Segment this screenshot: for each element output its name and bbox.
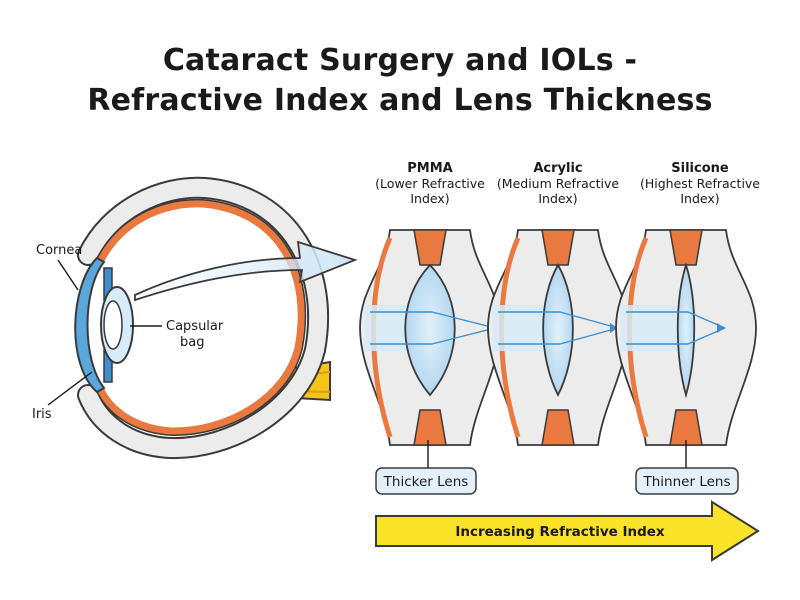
pmma-panel — [359, 229, 501, 446]
label-iris: Iris — [32, 407, 52, 422]
iol-lens — [103, 300, 123, 350]
acrylic-panel — [487, 229, 629, 446]
refractive-index-arrow-label: Increasing Refractive Index — [455, 524, 665, 540]
lens-panels — [359, 229, 757, 446]
eye-cross-section — [74, 176, 331, 460]
silicone-tissue-bottom — [669, 409, 703, 446]
pmma-lens — [404, 263, 456, 397]
pmma-name: PMMA — [407, 161, 452, 176]
lens-headers: PMMA (Lower Refractive Index) Acrylic (M… — [375, 161, 760, 206]
title-line-2: Refractive Index and Lens Thickness — [87, 83, 713, 118]
acrylic-ray-out-2 — [559, 327, 619, 345]
silicone-tissue-top — [669, 229, 703, 266]
silicone-focus-arrow — [717, 323, 725, 333]
pmma-ray-out-1 — [431, 311, 496, 329]
acrylic-ray-out-1 — [559, 311, 619, 329]
flow-arrow — [134, 240, 358, 302]
pmma-desc-2: Index) — [410, 191, 449, 206]
acrylic-tissue-top — [541, 229, 575, 266]
acrylic-tissue-bottom — [541, 409, 575, 446]
title-line-1: Cataract Surgery and IOLs - — [162, 43, 638, 78]
thicker-lens-box — [375, 467, 477, 495]
cornea — [74, 256, 106, 394]
silicone-desc-1: (Highest Refractive — [640, 176, 760, 191]
refractive-index-arrow — [375, 500, 760, 562]
silicone-panel — [615, 229, 757, 446]
label-capsular-1: Capsular — [166, 319, 224, 334]
pmma-tissue-top — [413, 229, 447, 266]
acrylic-focus-arrow — [610, 323, 618, 333]
thinner-lens-box — [635, 467, 739, 495]
label-cornea: Cornea — [36, 243, 82, 258]
acrylic-desc-1: (Medium Refractive — [497, 176, 619, 191]
thinner-lens-label: Thinner Lens — [643, 474, 731, 490]
thicker-lens-label: Thicker Lens — [383, 474, 469, 490]
pmma-tissue-bottom — [413, 409, 447, 446]
silicone-name: Silicone — [671, 161, 729, 176]
pmma-desc-1: (Lower Refractive — [375, 176, 485, 191]
acrylic-name: Acrylic — [533, 161, 582, 176]
label-capsular-2: bag — [180, 335, 204, 350]
acrylic-desc-2: Index) — [538, 191, 577, 206]
acrylic-lens — [542, 263, 574, 397]
silicone-lens — [676, 261, 696, 399]
silicone-desc-2: Index) — [680, 191, 719, 206]
pmma-ray-out-2 — [431, 327, 496, 345]
